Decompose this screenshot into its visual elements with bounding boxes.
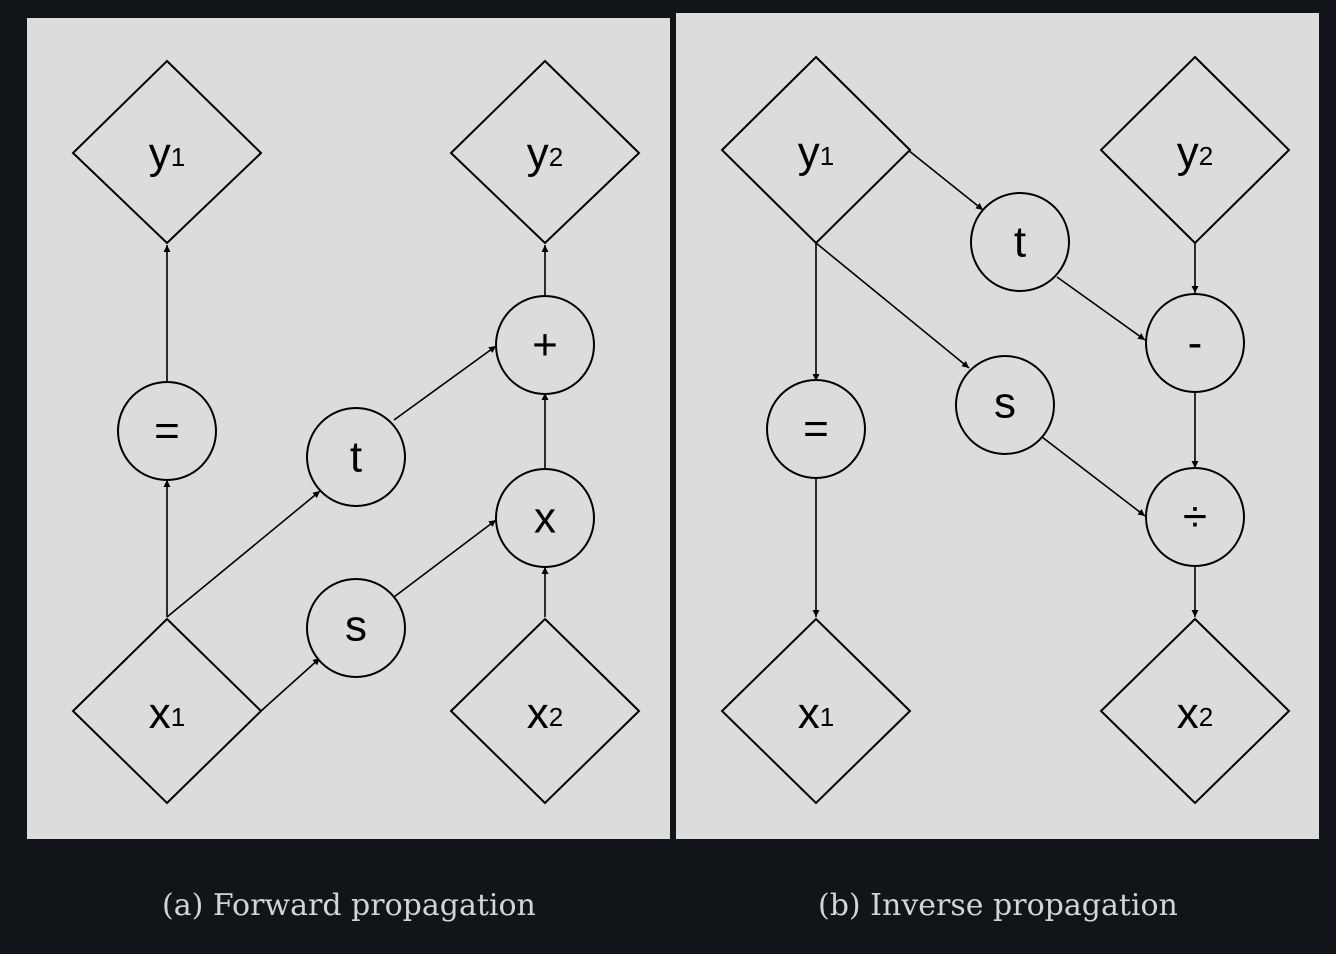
node-y2-sub: 2 (549, 142, 563, 172)
node-y2-sub: 2 (1199, 141, 1213, 171)
node-x2: x2 (449, 617, 641, 805)
node-x2-var: x (527, 689, 549, 738)
edge-y1-to-s (815, 242, 970, 369)
node-t: t (970, 192, 1070, 292)
node-x1-sub: 1 (820, 702, 834, 732)
node-x1: x1 (720, 617, 912, 805)
node-x1-var: x (149, 689, 171, 738)
node-y1: y1 (71, 59, 263, 245)
node-x1-var: x (798, 689, 820, 738)
node-t: t (306, 407, 406, 507)
inverse-diagram: y1 y2 x1 x2 = t (720, 55, 1291, 805)
node-minus-label: - (1188, 319, 1203, 368)
node-x1-sub: 1 (171, 702, 185, 732)
node-eq: = (766, 379, 866, 479)
node-t-label: t (1014, 218, 1026, 267)
node-s: s (306, 578, 406, 678)
svg-text:x1: x1 (798, 689, 834, 738)
node-y2: y2 (1099, 55, 1291, 245)
node-divide: ÷ (1145, 467, 1245, 567)
svg-text:y2: y2 (1177, 128, 1213, 177)
node-y1: y1 (720, 55, 912, 245)
caption-inverse: (b) Inverse propagation (818, 888, 1178, 923)
node-y1-sub: 1 (820, 141, 834, 171)
node-x2: x2 (1099, 617, 1291, 805)
node-x2-var: x (1177, 689, 1199, 738)
node-x2-sub: 2 (1199, 702, 1213, 732)
edge-x1-to-s (260, 657, 321, 712)
svg-text:y1: y1 (798, 128, 834, 177)
node-x1: x1 (71, 617, 263, 805)
node-s-label: s (345, 602, 367, 651)
svg-text:y1: y1 (149, 129, 185, 178)
svg-text:y2: y2 (527, 129, 563, 178)
edge-t-to-minus (1056, 276, 1146, 341)
node-plus-label: + (532, 321, 558, 370)
node-s: s (955, 355, 1055, 455)
svg-text:x2: x2 (1177, 689, 1213, 738)
node-t-label: t (350, 433, 362, 482)
node-eq: = (117, 381, 217, 481)
svg-text:x1: x1 (149, 689, 185, 738)
edge-s-to-divide (1041, 436, 1146, 517)
node-eq-label: = (154, 407, 180, 456)
node-y1-sub: 1 (171, 142, 185, 172)
svg-text:x2: x2 (527, 689, 563, 738)
node-times-label: x (534, 494, 556, 543)
node-times: x (495, 468, 595, 568)
caption-forward: (a) Forward propagation (162, 888, 536, 923)
edge-t-to-plus (393, 345, 497, 421)
node-y2-var: y (1177, 128, 1199, 177)
edge-x1-to-t (166, 490, 321, 618)
node-y2: y2 (449, 59, 641, 245)
node-x2-sub: 2 (549, 702, 563, 732)
node-s-label: s (994, 379, 1016, 428)
forward-diagram: y1 y2 x1 x2 = t (71, 59, 641, 805)
edge-y1-to-t (907, 149, 984, 211)
node-eq-label: = (803, 405, 829, 454)
node-y2-var: y (527, 129, 549, 178)
node-y1-var: y (149, 129, 171, 178)
node-y1-var: y (798, 128, 820, 177)
edge-s-to-times (393, 519, 497, 598)
node-divide-label: ÷ (1183, 493, 1207, 542)
node-minus: - (1145, 293, 1245, 393)
node-plus: + (495, 295, 595, 395)
